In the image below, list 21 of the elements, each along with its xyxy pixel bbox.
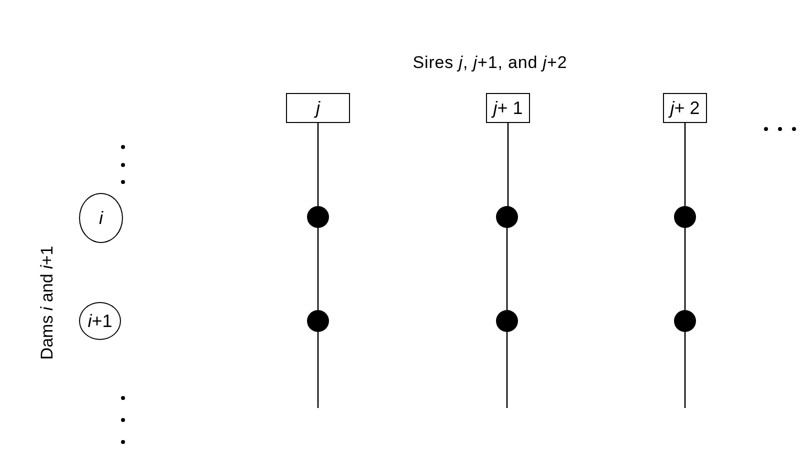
node-label: i	[99, 206, 103, 230]
connector-line	[506, 332, 508, 408]
sire-box	[486, 93, 530, 123]
diagram-title: Sires j, j+1, and j+2	[412, 52, 568, 74]
connector-line	[506, 228, 508, 310]
connector-line	[684, 123, 686, 206]
connector-line	[317, 123, 319, 206]
axis-label: Dams i and i+1	[36, 244, 58, 362]
node-label: j+ 2	[670, 96, 700, 120]
connector-line	[684, 228, 686, 310]
sire-box	[663, 93, 707, 123]
connector-line	[317, 228, 319, 310]
connector-line	[684, 332, 686, 408]
node-label: j+ 1	[493, 96, 523, 120]
sire-box	[286, 93, 350, 123]
node-label: j	[316, 96, 320, 120]
connector-line	[507, 123, 509, 206]
connector-line	[317, 332, 319, 408]
node-label: i+1	[88, 310, 112, 332]
dam-ellipse	[79, 193, 123, 243]
dam-ellipse	[79, 302, 121, 340]
